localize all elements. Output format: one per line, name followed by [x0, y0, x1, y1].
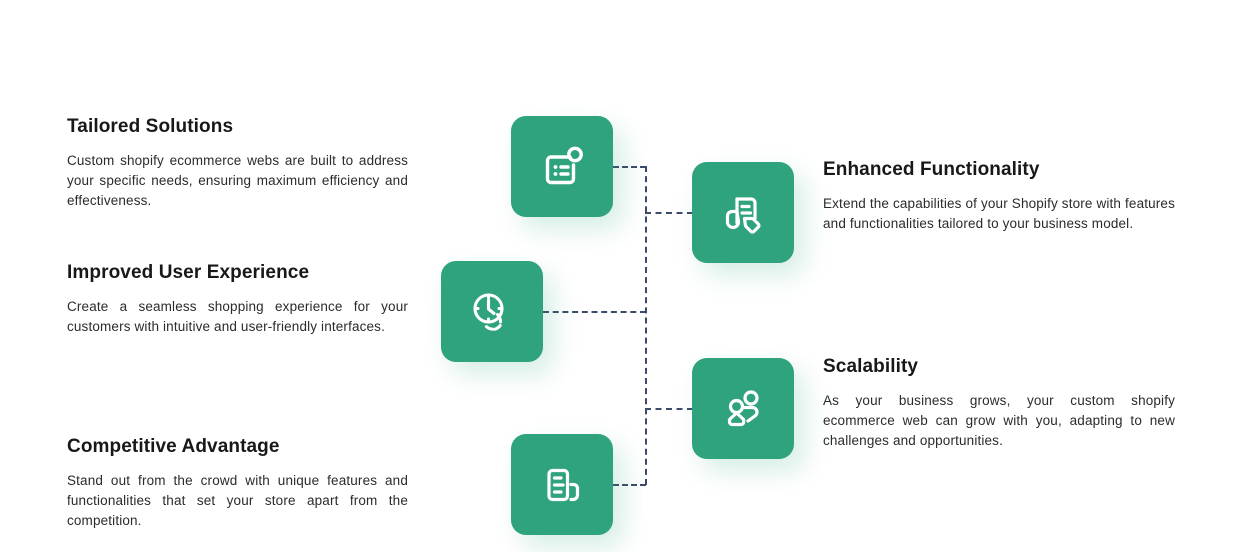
document-tag-icon	[715, 185, 771, 241]
checklist-document-icon	[534, 139, 590, 195]
document-lines-icon	[534, 457, 590, 513]
connector-document-to-spine	[613, 484, 646, 486]
people-group-icon	[715, 381, 771, 437]
feature-block-scalability: Scalability As your business grows, your…	[823, 356, 1175, 451]
icon-tile-scalability[interactable]	[692, 358, 794, 459]
connector-clock-to-spine	[543, 311, 646, 313]
feature-block-improved-user-experience: Improved User Experience Create a seamle…	[67, 262, 408, 337]
connector-spine-to-scalability	[645, 408, 693, 410]
feature-description: As your business grows, your custom shop…	[823, 392, 1175, 448]
connector-checklist-to-spine	[613, 166, 646, 168]
feature-description: Extend the capabilities of your Shopify …	[823, 195, 1175, 231]
icon-tile-improved-user-experience[interactable]	[441, 261, 543, 362]
feature-block-competitive-advantage: Competitive Advantage Stand out from the…	[67, 436, 408, 531]
feature-title: Scalability	[823, 356, 919, 377]
icon-tile-competitive-advantage[interactable]	[511, 434, 613, 535]
feature-block-tailored-solutions: Tailored Solutions Custom shopify ecomme…	[67, 116, 408, 211]
clock-icon	[464, 284, 520, 340]
feature-description: Custom shopify ecommerce webs are built …	[67, 152, 408, 208]
feature-title: Competitive Advantage	[67, 436, 280, 457]
feature-description: Create a seamless shopping experience fo…	[67, 298, 408, 334]
connector-spine-to-enhanced	[645, 212, 693, 214]
feature-description: Stand out from the crowd with unique fea…	[67, 472, 408, 528]
connector-vertical-spine	[645, 166, 647, 485]
icon-tile-tailored-solutions[interactable]	[511, 116, 613, 217]
feature-title: Enhanced Functionality	[823, 159, 1040, 180]
icon-tile-enhanced-functionality[interactable]	[692, 162, 794, 263]
feature-title: Improved User Experience	[67, 262, 310, 283]
feature-title: Tailored Solutions	[67, 116, 234, 137]
feature-block-enhanced-functionality: Enhanced Functionality Extend the capabi…	[823, 159, 1175, 234]
